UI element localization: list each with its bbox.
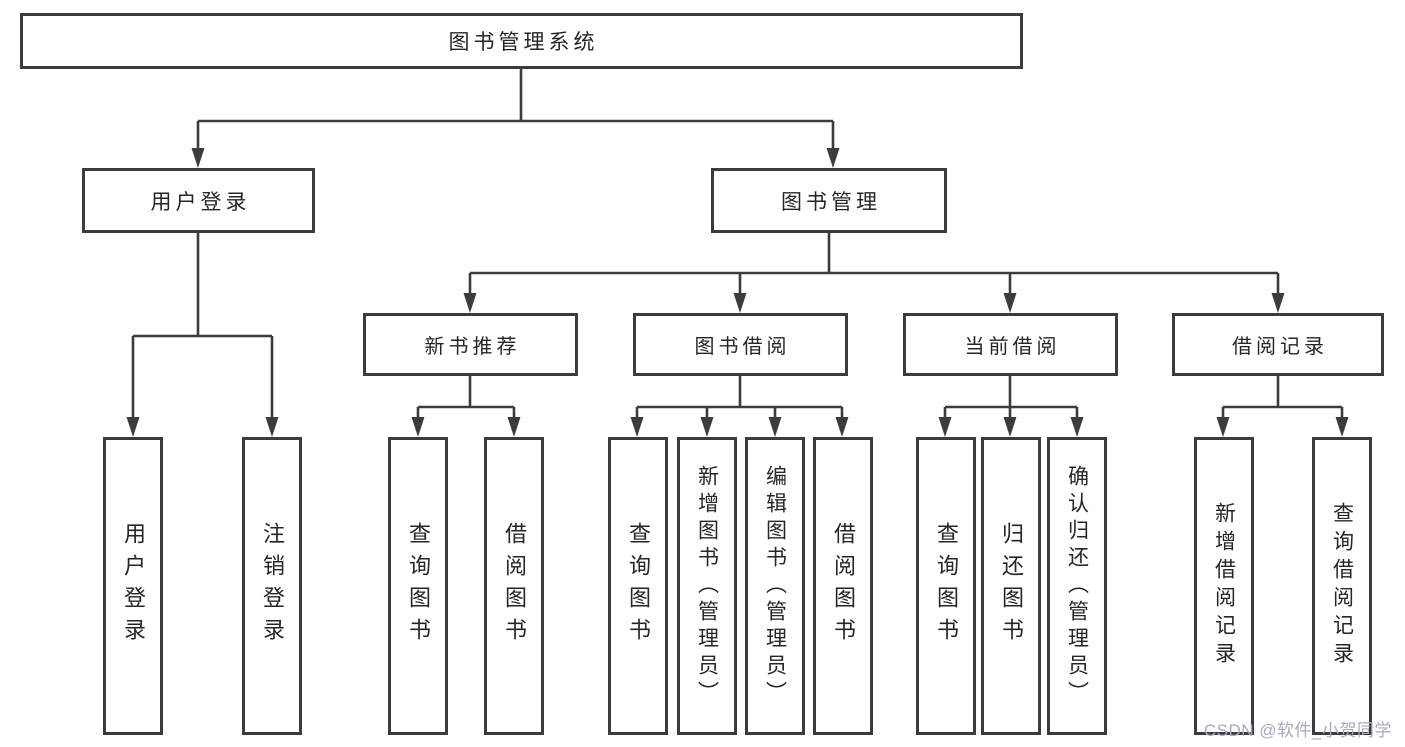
node-leaf-recommend-query-book: 查询图书: [388, 437, 448, 735]
csdn-watermark: CSDN @软件_小贺同学: [1203, 721, 1392, 740]
node-leaf-logout: 注销登录: [242, 437, 302, 735]
node-user-login-branch: 用户登录: [82, 168, 315, 233]
node-book-borrowing: 图书借阅: [633, 313, 848, 376]
node-leaf-add-book-admin: 新增图书（管理员）: [677, 437, 737, 735]
node-borrowing-records: 借阅记录: [1172, 313, 1384, 376]
node-library-management-system: 图书管理系统: [20, 13, 1023, 69]
node-leaf-user-login: 用户登录: [103, 437, 163, 735]
node-leaf-query-borrow-record: 查询借阅记录: [1312, 437, 1372, 735]
connector-strokes: [131, 68, 1344, 419]
node-current-borrowing: 当前借阅: [903, 313, 1118, 376]
node-leaf-current-query-book: 查询图书: [916, 437, 976, 735]
node-leaf-recommend-borrow-book: 借阅图书: [484, 437, 544, 735]
node-leaf-edit-book-admin: 编辑图书（管理员）: [745, 437, 805, 735]
node-leaf-confirm-return-admin: 确认归还（管理员）: [1047, 437, 1107, 735]
node-leaf-add-borrow-record: 新增借阅记录: [1194, 437, 1254, 735]
node-new-book-recommend: 新书推荐: [363, 313, 578, 376]
arrowhead-icons: [126, 148, 1349, 437]
node-book-management-branch: 图书管理: [711, 168, 947, 233]
node-leaf-borrowing-query-book: 查询图书: [608, 437, 668, 735]
node-leaf-return-book: 归还图书: [981, 437, 1041, 735]
node-leaf-borrow-book: 借阅图书: [813, 437, 873, 735]
